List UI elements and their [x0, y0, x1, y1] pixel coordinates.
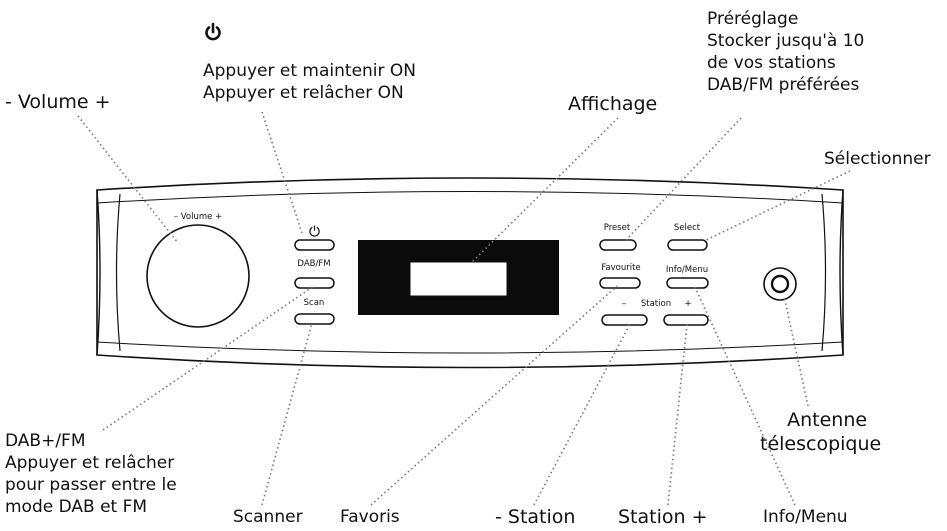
- preset-button[interactable]: [599, 239, 637, 251]
- callout-info-menu: Info/Menu: [763, 507, 848, 527]
- callout-dabfm: DAB+/FM Appuyer et relâcher pour passer …: [5, 430, 177, 518]
- callout-dabfm-line-1: DAB+/FM: [5, 431, 86, 451]
- volume-knob[interactable]: [146, 224, 250, 328]
- leader-station-plus: [667, 323, 688, 506]
- power-button[interactable]: [294, 239, 335, 251]
- callout-power-icon: [203, 22, 223, 48]
- panel-label-scan: Scan: [304, 298, 325, 308]
- select-button[interactable]: [667, 239, 708, 251]
- leader-preset: [625, 117, 742, 241]
- info-menu-button[interactable]: [666, 277, 709, 289]
- callout-scan: Scanner: [233, 507, 303, 527]
- callout-dabfm-line-4: mode DAB et FM: [5, 497, 148, 517]
- power-icon: [205, 22, 221, 41]
- panel-label-favourite: Favourite: [601, 263, 640, 273]
- panel-label-dab-fm: DAB/FM: [297, 259, 330, 269]
- callout-antenna-line-2: télescopique: [760, 433, 882, 455]
- device-left-edge: [96, 189, 101, 356]
- leader-favourite: [370, 285, 618, 506]
- panel-label-station-plus: +: [684, 299, 691, 309]
- callout-preset-line-1: Préréglage: [707, 9, 799, 29]
- callout-antenna-line-1: Antenne: [787, 409, 868, 431]
- callout-preset-line-4: DAB/FM préférées: [707, 75, 860, 95]
- leader-dab-fm: [102, 285, 315, 431]
- callout-power: Appuyer et maintenir ON Appuyer et relâc…: [203, 60, 416, 104]
- callout-station-plus: Station +: [618, 506, 708, 528]
- leader-power: [261, 111, 304, 237]
- antenna-socket-inner: [770, 274, 790, 294]
- callout-preset-line-3: de vos stations: [707, 53, 836, 73]
- callout-antenna: Antenne télescopique: [760, 408, 881, 456]
- panel-power-icon: [309, 226, 320, 237]
- station-plus-button[interactable]: [663, 314, 709, 326]
- panel-label-station-minus: –: [622, 299, 626, 309]
- favourite-button[interactable]: [599, 277, 641, 289]
- panel-label-info-menu: Info/Menu: [666, 265, 708, 275]
- dab-fm-button[interactable]: [294, 277, 335, 289]
- callout-volume: - Volume +: [5, 91, 111, 113]
- station-minus-button[interactable]: [601, 314, 648, 326]
- callout-power-line-1: Appuyer et maintenir ON: [203, 61, 417, 81]
- device-left-bevel: [115, 193, 121, 352]
- leader-antenna: [783, 295, 809, 407]
- panel-label-select: Select: [674, 223, 701, 233]
- callout-power-line-2: Appuyer et relâcher ON: [203, 83, 404, 103]
- panel-label-volume: – Volume +: [174, 212, 222, 222]
- callout-dabfm-line-2: Appuyer et relâcher: [5, 453, 175, 473]
- callout-favourite: Favoris: [340, 507, 400, 527]
- lcd-screen-area: [409, 261, 508, 297]
- panel-label-station: Station: [641, 299, 671, 309]
- device-top-line: [96, 191, 844, 204]
- device-right-bevel: [821, 193, 827, 352]
- device-right-edge: [839, 189, 844, 356]
- callout-station-minus: - Station: [495, 506, 576, 528]
- panel-label-preset: Preset: [604, 223, 631, 233]
- callout-dabfm-line-3: pour passer entre le: [5, 475, 177, 495]
- callout-display: Affichage: [568, 93, 658, 115]
- device-bottom-line: [96, 341, 844, 354]
- callout-preset: Préréglage Stocker jusqu'à 10 de vos sta…: [707, 8, 864, 96]
- callout-select: Sélectionner: [824, 149, 931, 169]
- scan-button[interactable]: [294, 313, 335, 325]
- callout-preset-line-2: Stocker jusqu'à 10: [707, 31, 865, 51]
